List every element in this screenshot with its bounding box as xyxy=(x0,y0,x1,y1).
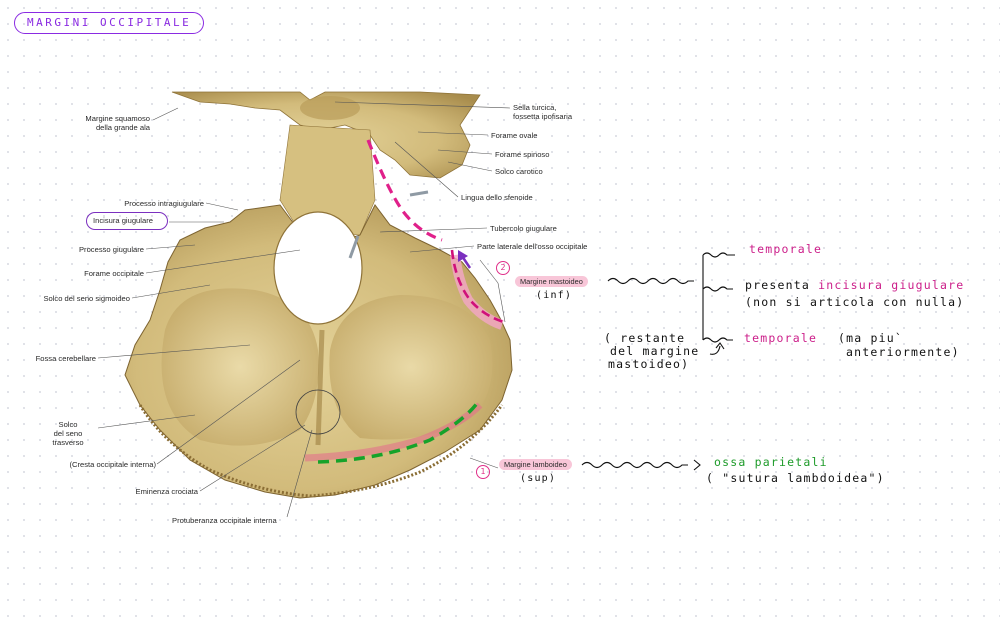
label-forame-ovale: Forame ovale xyxy=(491,131,538,140)
label-solco-sigmoideo: Solco del seno sigmoideo xyxy=(43,294,130,303)
lambdoid-margin-line xyxy=(317,400,480,464)
note-incisura-giugulare: incisura giugulare xyxy=(818,278,965,292)
note-restante-2: del margine xyxy=(610,344,700,358)
note-sup: (sup) xyxy=(520,473,557,484)
label-fossa-cerebellare: Fossa cerebellare xyxy=(35,354,96,363)
label-protuberanza: Protuberanza occipitale interna xyxy=(172,516,277,525)
page-title: MARGINI OCCIPITALE xyxy=(14,12,205,34)
label-parte-laterale: Parte laterale dell'osso occipitale xyxy=(477,242,588,251)
label-solco-carotico: Solco carotico xyxy=(495,167,543,176)
tag-margine-mastoideo: Margine mastoideo xyxy=(515,276,588,287)
note-sutura-lambdoidea: ( "sutura lambdoidea") xyxy=(706,471,885,485)
label-margine-squamoso: Margine squamoso della grande ala xyxy=(85,114,150,132)
label-forame-spinoso: Forame spinoso xyxy=(495,150,550,159)
label-eminenza-crociata: Eminenza crociata xyxy=(135,487,198,496)
note-non-si-articola: (non si articola con nulla) xyxy=(745,295,965,309)
label-forame-occipitale: Forame occipitale xyxy=(84,269,144,278)
label-incisura-giugulare: Incisura giugulare xyxy=(93,216,153,225)
note-presenta-text: presenta xyxy=(745,278,810,292)
note-restante-1: ( restante xyxy=(604,331,686,345)
note-temporale-2: temporale xyxy=(744,331,818,345)
label-tubercolo-giugulare: Tubercolo giugulare xyxy=(490,224,557,233)
label-sella-turcica: Sella turcica, fossetta ipofisaria xyxy=(513,103,573,121)
marker-1: 1 xyxy=(476,465,490,479)
label-solco-trasverso: Solco del seno trasverso xyxy=(52,420,84,447)
foramen-magnum xyxy=(273,211,363,325)
label-cresta-occipitale: (Cresta occipitale interna) xyxy=(69,460,156,469)
note-inf: (inf) xyxy=(536,290,573,301)
marker-2: 2 xyxy=(496,261,510,275)
clivus-pink-line xyxy=(366,139,443,242)
note-temporale-1: temporale xyxy=(749,242,823,256)
incisura-highlight-oval xyxy=(86,212,168,230)
note-anteriormente: anteriormente) xyxy=(846,345,960,359)
note-ossa-parietali: ossa parietali xyxy=(714,455,828,469)
mastoid-margin-line xyxy=(450,249,505,324)
note-restante-3: mastoideo) xyxy=(608,357,690,371)
label-processo-giugulare: Processo giugulare xyxy=(78,245,144,254)
note-presenta: presenta incisura giugulare xyxy=(745,278,964,292)
note-ma-piu: (ma piu` xyxy=(838,331,903,345)
label-processo-intragiugulare: Processo intragiugulare xyxy=(124,199,204,208)
tag-margine-lamboideo: Margine lamboideo xyxy=(499,459,572,470)
label-lingua-sfenoide: Lingua dello sfenoide xyxy=(461,193,533,202)
